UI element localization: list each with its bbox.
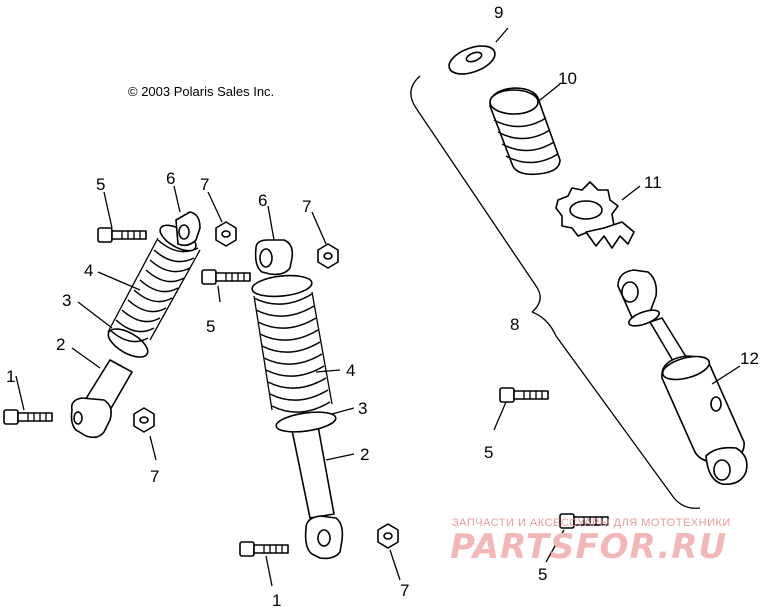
left-bolt-5 [97,227,147,243]
middle-nut-7-lower-hole [383,532,393,540]
middle-spring [253,291,333,413]
callout-right-5b: 5 [538,565,547,584]
callout-mid-6: 6 [258,191,267,210]
callout-line-5a [493,401,507,431]
assembly-8-bracket [410,75,701,509]
left-upper-bushing-hole [178,224,190,240]
callout-line-5b [545,529,565,563]
middle-upper-bushing-hole [259,248,273,268]
callout-left-7b: 7 [150,467,159,486]
left-shock-assembly [3,211,237,439]
copyright-text: © 2003 Polaris Sales Inc. [128,84,274,99]
part-12-shock [617,269,748,486]
callout-left-7a: 7 [200,175,209,194]
callout-right-8: 8 [510,315,519,334]
callout-left-6: 6 [166,169,175,188]
callout-mid-7a: 7 [302,197,311,216]
middle-spring-top-cap [251,274,313,298]
callout-right-10: 10 [558,69,577,88]
part-9-washer [448,45,496,75]
callout-left-2: 2 [56,335,65,354]
left-spring [107,237,201,343]
left-nut-7-upper-hole [221,230,231,238]
callout-right-12: 12 [740,349,759,368]
callout-mid-4: 4 [346,361,355,380]
part-11-retainer-clip [555,181,635,249]
callout-right-9: 9 [494,3,503,22]
callout-left-5: 5 [96,175,105,194]
callout-mid-5: 5 [206,317,215,336]
callout-left-1: 1 [6,367,15,386]
callout-line-12 [711,365,741,385]
watermark-logo: PARTSFOR.RU [450,527,727,567]
callout-line-11 [621,185,641,201]
right-bolt-5-upper [499,387,549,403]
left-shock-lower-eye-hole [73,411,83,425]
callout-mid-3: 3 [358,399,367,418]
right-bolt-5-lower [559,513,609,529]
middle-shock-assembly [201,239,399,560]
middle-spring-seat [275,411,337,433]
middle-bolt-1 [239,541,289,557]
watermark-tagline: ЗАПЧАСТИ И АКСЕССУАРЫ ДЛЯ МОТОТЕХНИКИ [452,517,731,529]
callout-left-4: 4 [84,261,93,280]
callout-mid-7b: 7 [400,581,409,600]
callout-mid-2: 2 [360,445,369,464]
callout-line-10 [539,83,561,101]
left-callout-lines [15,185,223,461]
middle-shock-lower-eye-hole [317,529,331,547]
callout-left-3: 3 [62,291,71,310]
callout-mid-1: 1 [272,591,281,608]
callout-right-11: 11 [644,173,662,192]
middle-shock-body [291,425,335,519]
callout-line-9 [495,27,509,43]
middle-callout-lines [217,205,401,587]
middle-bolt-5 [201,269,251,285]
left-nut-7-lower-hole [139,416,149,424]
left-spring-seat [107,328,149,358]
part-10-bump-stop [489,87,561,176]
left-bolt-1 [3,409,53,425]
callout-right-5a: 5 [484,443,493,462]
left-shock-lower-eye [70,397,112,439]
middle-nut-7-upper-hole [323,252,333,260]
